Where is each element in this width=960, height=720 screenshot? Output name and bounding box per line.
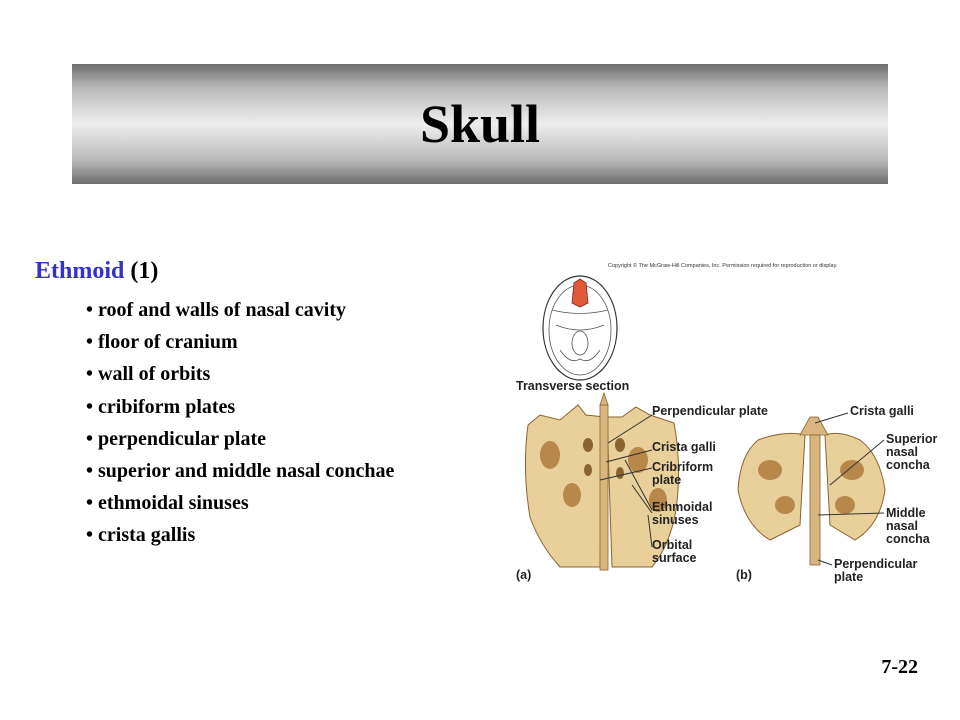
list-item: cribiform plates [86, 393, 394, 425]
title-bar: Skull [72, 64, 888, 184]
label-perpendicular-plate-a: Perpendicular plate [652, 404, 769, 418]
transverse-skull-icon [542, 275, 618, 381]
panel-b-label: (b) [736, 568, 752, 582]
transverse-section-label: Transverse section [516, 379, 630, 393]
label-crista-galli-b: Crista galli [850, 404, 914, 418]
slide-number: 7-22 [881, 656, 918, 678]
panel-a-label: (a) [516, 568, 532, 582]
label-superior-nasal-concha: Superior nasal concha [886, 432, 938, 472]
list-item: wall of orbits [86, 360, 394, 392]
ethmoid-illustration [524, 275, 886, 571]
bullet-list: roof and walls of nasal cavity floor of … [86, 296, 394, 554]
slide-title: Skull [419, 94, 541, 154]
list-item: ethmoidal sinuses [86, 489, 394, 521]
label-perpendicular-plate-b: Perpendicular plate [834, 557, 918, 584]
list-item: floor of cranium [86, 328, 394, 360]
list-item: superior and middle nasal conchae [86, 457, 394, 489]
list-item: crista gallis [86, 521, 394, 553]
copyright-notice: Copyright © The McGraw-Hill Companies, I… [608, 263, 838, 269]
panel-a-leaders [599, 414, 653, 548]
panel-b-leaders [814, 412, 885, 566]
heading-count: (1) [130, 258, 159, 284]
section-heading: Ethmoid (1) [35, 258, 158, 285]
panel-b-bone [737, 416, 886, 566]
label-middle-nasal-concha: Middle nasal concha [886, 506, 930, 546]
label-orbital-surface: Orbital surface [652, 538, 697, 565]
heading-term: Ethmoid [35, 258, 125, 284]
label-cribriform-plate: Cribriform plate [652, 460, 714, 487]
panel-a-bone [524, 391, 680, 571]
label-ethmoidal-sinuses: Ethmoidal sinuses [652, 500, 713, 527]
label-crista-galli-a: Crista galli [652, 440, 716, 454]
list-item: roof and walls of nasal cavity [86, 296, 394, 328]
ethmoid-figure: Copyright © The McGraw-Hill Companies, I… [500, 255, 960, 595]
list-item: perpendicular plate [86, 425, 394, 457]
